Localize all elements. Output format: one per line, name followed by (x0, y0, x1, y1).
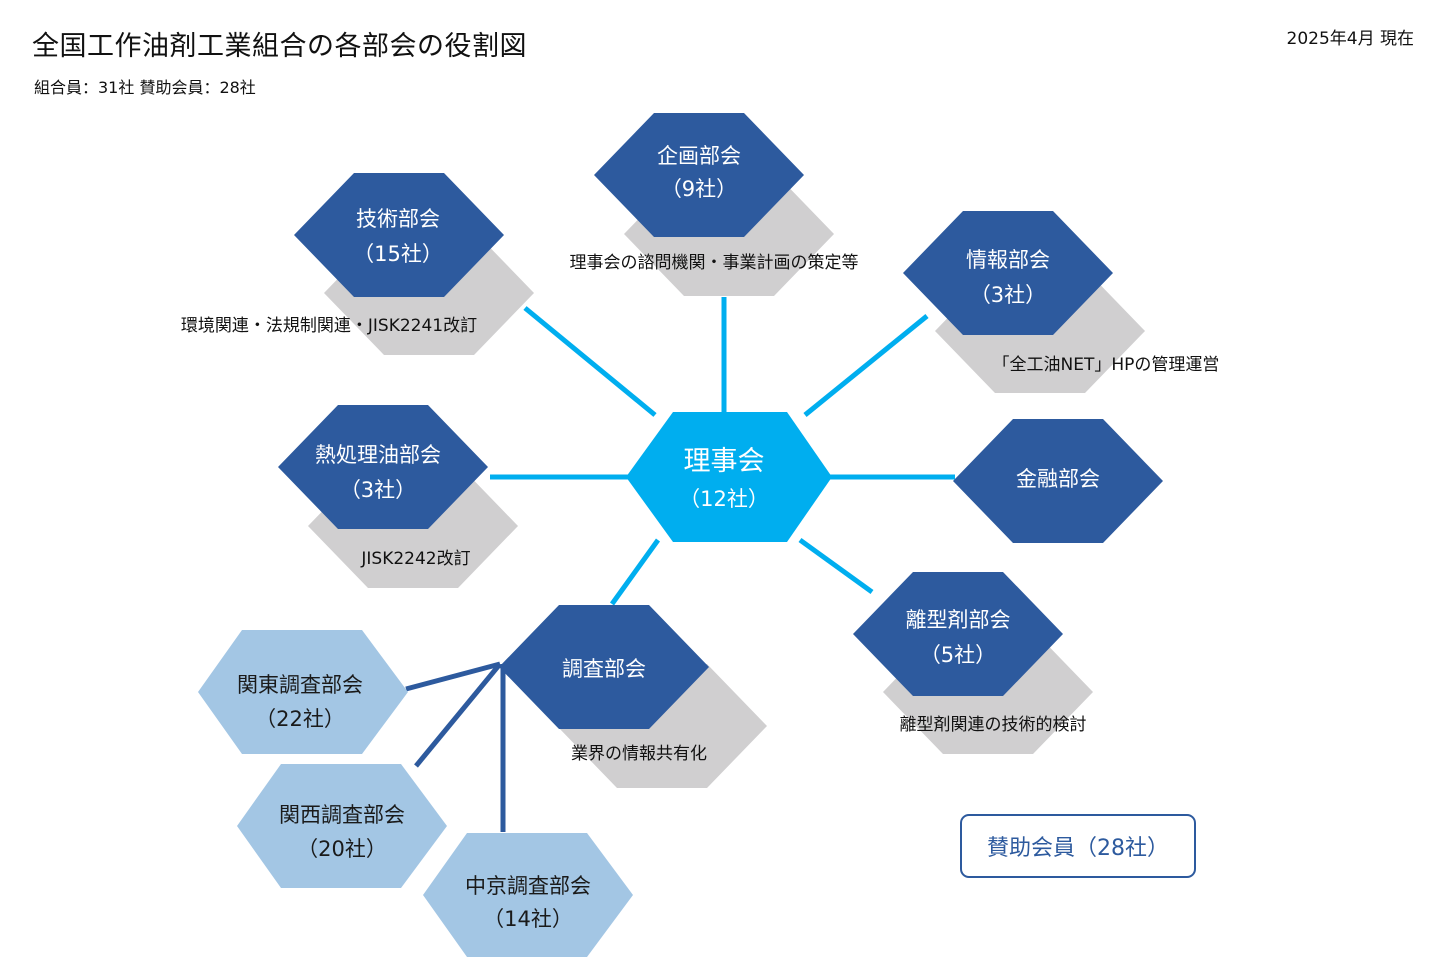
chukyo-name: 中京調査部会 (465, 874, 591, 898)
kansai-count: （20社） (297, 837, 387, 861)
connector-kansai (414, 662, 502, 768)
supporting-members-box[interactable]: 賛助会員（28社） (960, 814, 1196, 878)
technical-name: 技術部会 (356, 207, 440, 231)
release-name: 離型剤部会 (906, 608, 1011, 632)
hex-planning[interactable] (594, 113, 804, 237)
info-desc: 「全工油NET」HPの管理運営 (993, 355, 1220, 375)
survey-name: 調査部会 (562, 657, 646, 681)
release-desc: 離型剤関連の技術的検討 (900, 715, 1087, 735)
info-count: （3社） (970, 283, 1046, 307)
connector-release (798, 537, 874, 595)
as-of-date: 2025年4月 現在 (1286, 29, 1414, 49)
planning-count: （9社） (661, 177, 737, 201)
info-name: 情報部会 (966, 248, 1050, 272)
connector-survey (609, 538, 661, 606)
connectors (490, 297, 955, 606)
hex-kanto[interactable] (198, 630, 408, 754)
kanto-count: （22社） (255, 707, 345, 731)
planning-name: 企画部会 (657, 144, 741, 168)
hex-technical[interactable] (294, 173, 504, 297)
hex-heat[interactable] (278, 405, 488, 529)
hex-survey[interactable] (499, 605, 709, 729)
hex-board[interactable] (626, 412, 832, 542)
technical-desc: 環境関連・法規制関連・JISK2241改訂 (181, 316, 477, 336)
kansai-name: 関西調査部会 (279, 803, 405, 827)
connector-kanto (405, 661, 501, 692)
hex-chukyo[interactable] (423, 833, 633, 957)
sub-connectors (405, 661, 506, 832)
finance-name: 金融部会 (1016, 467, 1100, 491)
planning-desc: 理事会の諮問機関・事業計画の策定等 (570, 253, 859, 273)
heat-desc: JISK2242改訂 (360, 549, 470, 569)
connector-info (803, 314, 929, 417)
survey-desc: 業界の情報共有化 (571, 744, 707, 764)
board-count: （12社） (679, 487, 769, 511)
chukyo-count: （14社） (483, 907, 573, 931)
heat-count: （3社） (340, 478, 416, 502)
release-count: （5社） (920, 643, 996, 667)
hex-finance[interactable] (953, 419, 1163, 543)
heat-name: 熱処理油部会 (315, 443, 441, 467)
kanto-name: 関東調査部会 (237, 673, 363, 697)
technical-count: （15社） (353, 242, 443, 266)
hex-kansai[interactable] (237, 764, 447, 888)
member-summary: 組合員：31社 賛助会員：28社 (34, 78, 256, 97)
connector-technical (523, 306, 657, 417)
page-title: 全国工作油剤工業組合の各部会の役割図 (32, 31, 527, 62)
board-name: 理事会 (684, 446, 765, 477)
hex-release[interactable] (853, 572, 1063, 696)
hex-info[interactable] (903, 211, 1113, 335)
supporting-members-label: 賛助会員（28社） (987, 836, 1169, 861)
